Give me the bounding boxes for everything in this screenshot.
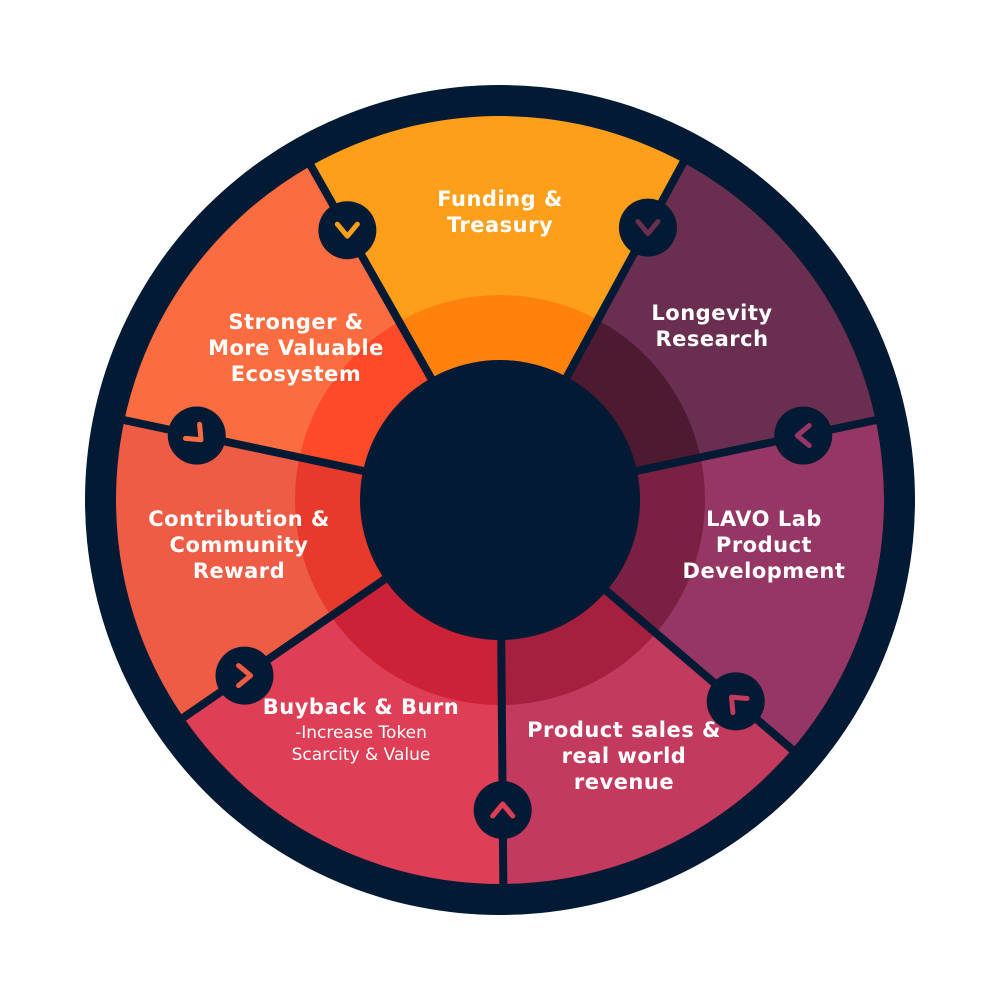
segment-label-lavo: LAVO Lab: [706, 507, 822, 531]
connector-longevity-to-lavo: [774, 406, 833, 465]
segment-sublabel-buyback: Scarcity & Value: [292, 745, 431, 765]
chevron-icon: [794, 423, 812, 449]
chevron-icon: [182, 421, 204, 443]
center-hub: [360, 360, 640, 640]
segment-label-contribution: Reward: [193, 559, 285, 583]
segment-sublabel-buyback: -Increase Token: [295, 723, 427, 743]
segment-label-longevity: Research: [655, 327, 768, 351]
segment-label-sales: revenue: [574, 770, 674, 794]
connector-contribution-to-stronger: [167, 406, 226, 465]
connector-lavo-to-sales: [706, 672, 765, 731]
chevron-icon: [236, 663, 254, 689]
segment-label-lavo: Product: [716, 533, 812, 557]
segment-label-stronger: More Valuable: [208, 336, 384, 360]
segment-label-sales: real world: [562, 744, 687, 768]
segment-label-contribution: Community: [170, 533, 309, 557]
segment-label-sales: Product sales &: [527, 718, 721, 742]
chevron-icon: [728, 694, 750, 716]
connector-funding-to-longevity: [618, 198, 677, 257]
segment-label-funding: Funding &: [437, 187, 563, 211]
segment-label-stronger: Stronger &: [228, 310, 363, 334]
connector-stronger-to-funding: [318, 201, 377, 260]
segment-label-contribution: Contribution &: [148, 507, 330, 531]
segment-label-longevity: Longevity: [651, 301, 772, 325]
segment-label-buyback: Buyback & Burn: [263, 695, 459, 719]
chevron-icon: [635, 219, 661, 237]
connector-buyback-to-contribution: [215, 646, 274, 705]
chevron-icon: [490, 801, 516, 819]
segment-label-funding: Treasury: [447, 213, 553, 237]
chevron-icon: [334, 221, 360, 239]
segment-label-stronger: Ecosystem: [231, 362, 362, 386]
connector-sales-to-buyback: [473, 780, 532, 839]
segment-label-lavo: Development: [683, 559, 846, 583]
